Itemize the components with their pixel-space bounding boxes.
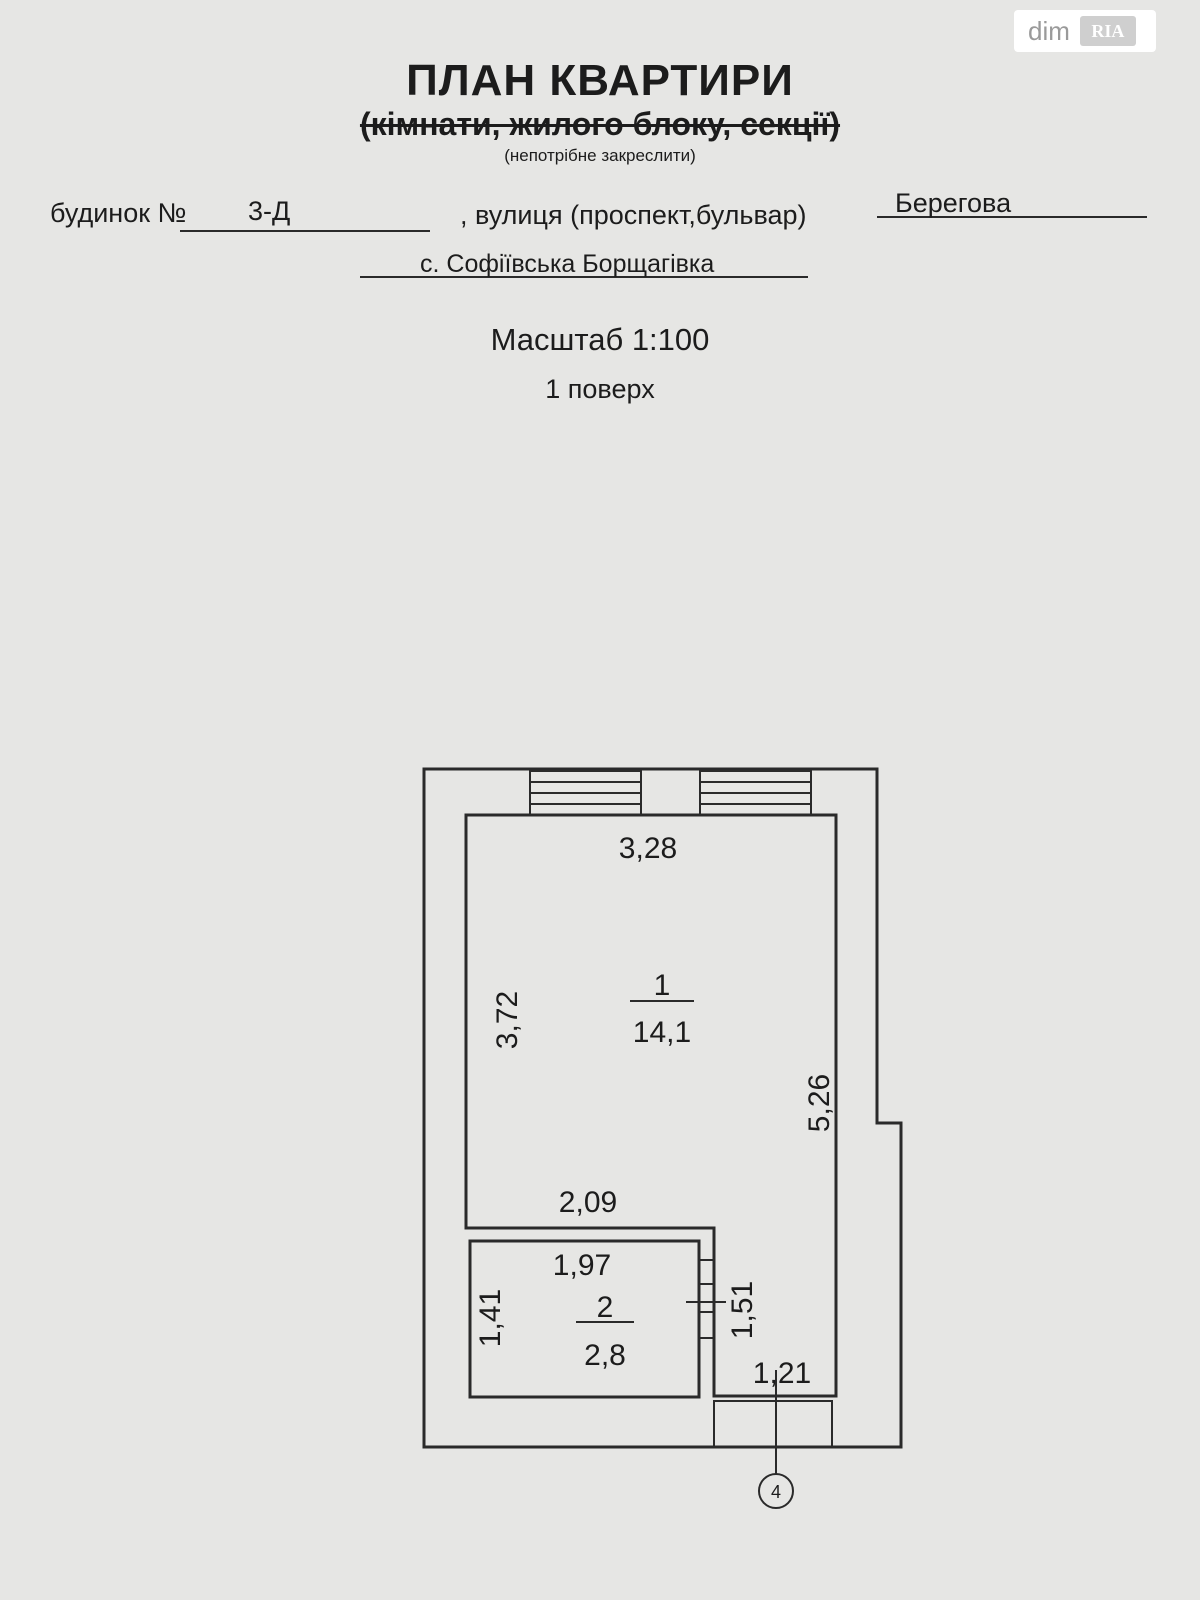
dim-room2-width: 1,97 — [553, 1249, 611, 1282]
dim-inner-width: 2,09 — [559, 1186, 617, 1219]
document-subtitle: (кімнати, жилого блоку, секції) — [359, 106, 841, 142]
dim-right-height: 5,26 — [803, 1074, 836, 1132]
dim-room2-height: 1,41 — [474, 1289, 507, 1347]
room1-wall — [464, 813, 838, 1398]
locality-name: с. Софіївська Борщагівка — [420, 250, 715, 278]
room2-wall — [468, 1239, 701, 1399]
street-label: , вулиця (проспект,бульвар) — [460, 200, 807, 230]
house-label: будинок № — [50, 198, 187, 228]
floor-label: 1 поверх — [545, 374, 655, 404]
room2-area: 2,8 — [584, 1339, 626, 1372]
room1-area: 14,1 — [633, 1016, 691, 1049]
axis-marker — [758, 1473, 794, 1509]
house-number: 3-Д — [248, 196, 291, 226]
dimria-watermark: dim RIA — [1014, 10, 1156, 52]
dim-corridor-width: 1,21 — [753, 1357, 811, 1390]
scale-label: Масштаб 1:100 — [490, 322, 710, 357]
outer-wall — [422, 767, 903, 1449]
document-title: ПЛАН КВАРТИРИ — [406, 56, 794, 105]
locality-underline — [360, 276, 808, 278]
watermark-text: dim — [1028, 15, 1070, 46]
dim-top-width: 3,28 — [619, 832, 677, 865]
dim-corridor-height: 1,51 — [726, 1281, 759, 1339]
street-underline — [877, 216, 1147, 218]
entrance-door — [713, 1400, 833, 1448]
room1-number: 1 — [654, 969, 671, 1002]
strike-note: (непотрібне закреслити) — [504, 146, 696, 165]
street-name: Берегова — [895, 188, 1012, 218]
house-underline — [180, 230, 430, 232]
room2-number: 2 — [597, 1291, 614, 1324]
ria-logo-icon: RIA — [1079, 16, 1136, 46]
dim-left-height: 3,72 — [491, 991, 524, 1049]
axis-marker-label: 4 — [771, 1482, 781, 1502]
